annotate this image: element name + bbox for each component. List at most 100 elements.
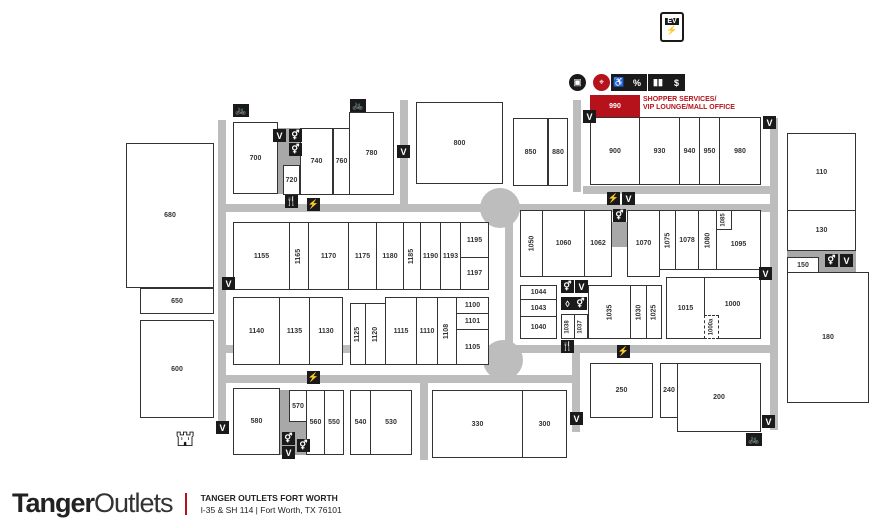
store-1080[interactable]: 1080	[698, 210, 717, 270]
store-180[interactable]: 180	[787, 272, 869, 403]
store-130[interactable]: 130	[787, 210, 856, 251]
store-1015[interactable]: 1015	[666, 277, 705, 339]
store-930[interactable]: 930	[639, 117, 680, 185]
store-1030[interactable]: 1030	[630, 285, 647, 339]
store-1060[interactable]: 1060	[542, 210, 585, 277]
valet-icon[interactable]: V	[840, 254, 853, 267]
store-number: 1025	[650, 304, 658, 320]
store-number: 700	[249, 154, 262, 162]
store-number: 300	[538, 420, 551, 428]
store-700[interactable]: 700	[233, 122, 278, 194]
valet-icon[interactable]: V	[759, 267, 772, 280]
valet-icon[interactable]: V	[282, 446, 295, 459]
store-1193[interactable]: 1193	[440, 222, 461, 290]
store-1050[interactable]: 1050	[520, 210, 543, 277]
store-1140[interactable]: 1140	[233, 297, 280, 365]
valet-icon[interactable]: V	[216, 421, 229, 434]
store-330[interactable]: 330	[432, 390, 523, 458]
store-900[interactable]: 900	[590, 117, 640, 185]
store-200[interactable]: 200	[677, 363, 761, 432]
store-1175[interactable]: 1175	[348, 222, 377, 290]
store-720[interactable]: 720	[283, 165, 300, 195]
store-1120[interactable]: 1120	[365, 303, 386, 365]
store-number: 1135	[286, 327, 303, 335]
valet-icon[interactable]: V	[273, 129, 286, 142]
store-1100[interactable]: 1100	[456, 297, 489, 314]
store-1043[interactable]: 1043	[520, 299, 557, 317]
store-1180[interactable]: 1180	[376, 222, 404, 290]
store-number: 1130	[318, 327, 334, 335]
store-number: 1062	[590, 240, 606, 247]
store-1070[interactable]: 1070	[627, 210, 660, 277]
divider	[184, 492, 187, 515]
store-150[interactable]: 150	[787, 257, 819, 273]
store-880[interactable]: 880	[548, 118, 568, 186]
valet-icon[interactable]: V	[575, 280, 588, 293]
valet-icon[interactable]: V	[583, 110, 596, 123]
store-110[interactable]: 110	[787, 133, 856, 211]
label-line: SHOPPER SERVICES/	[643, 96, 717, 103]
store-650[interactable]: 650	[140, 288, 214, 314]
store-980[interactable]: 980	[719, 117, 761, 185]
store-950[interactable]: 950	[699, 117, 720, 185]
store-1105[interactable]: 1105	[456, 329, 489, 365]
valet-icon[interactable]: V	[763, 116, 776, 129]
store-number: 1050	[527, 235, 535, 252]
store-1115[interactable]: 1115	[385, 297, 417, 365]
store-1135[interactable]: 1135	[279, 297, 310, 365]
valet-icon[interactable]: V	[570, 412, 583, 425]
store-550[interactable]: 550	[324, 390, 344, 455]
store-530[interactable]: 530	[370, 390, 412, 455]
store-1110[interactable]: 1110	[416, 297, 438, 365]
store-number: 570	[292, 402, 304, 410]
store-1040[interactable]: 1040	[520, 316, 557, 339]
store-number: 930	[653, 147, 666, 155]
store-540[interactable]: 540	[350, 390, 371, 455]
store-760[interactable]: 760	[333, 128, 350, 195]
store-1000a[interactable]: 1000a	[704, 315, 719, 339]
store-240[interactable]: 240	[660, 363, 678, 418]
store-1197[interactable]: 1197	[460, 257, 489, 290]
store-1037[interactable]: 1037	[574, 314, 588, 339]
store-580[interactable]: 580	[233, 388, 280, 455]
store-1170[interactable]: 1170	[308, 222, 349, 290]
walkway	[583, 186, 775, 194]
store-number: 1015	[677, 304, 694, 312]
store-1190[interactable]: 1190	[420, 222, 441, 290]
store-250[interactable]: 250	[590, 363, 653, 418]
store-800[interactable]: 800	[416, 102, 503, 184]
store-850[interactable]: 850	[513, 118, 548, 186]
store-1044[interactable]: 1044	[520, 285, 557, 300]
store-1075[interactable]: 1075	[659, 210, 676, 270]
store-1130[interactable]: 1130	[309, 297, 343, 365]
store-1062[interactable]: 1062	[584, 210, 612, 277]
store-570[interactable]: 570	[289, 390, 307, 422]
store-990-shopper-services[interactable]: 990	[590, 95, 640, 117]
store-600[interactable]: 600	[140, 320, 214, 418]
store-1165[interactable]: 1165	[289, 222, 309, 290]
store-780[interactable]: 780	[349, 112, 394, 195]
ev-label: EV	[665, 18, 679, 25]
store-1035[interactable]: 1035	[588, 285, 631, 339]
store-1101[interactable]: 1101	[456, 313, 489, 330]
valet-icon[interactable]: V	[622, 192, 635, 205]
store-680[interactable]: 680	[126, 143, 214, 288]
store-1155[interactable]: 1155	[233, 222, 290, 290]
store-1185[interactable]: 1185	[403, 222, 421, 290]
valet-icon[interactable]: V	[222, 277, 235, 290]
store-1108[interactable]: 1108	[437, 297, 457, 365]
valet-icon[interactable]: V	[397, 145, 410, 158]
store-1125[interactable]: 1125	[350, 303, 366, 365]
store-1195[interactable]: 1195	[460, 222, 489, 258]
center-name: TANGER OUTLETS FORT WORTH	[200, 492, 338, 503]
store-number: 1175	[354, 252, 371, 260]
store-1038[interactable]: 1038	[561, 314, 575, 339]
store-1025[interactable]: 1025	[646, 285, 662, 339]
store-1078[interactable]: 1078	[675, 210, 699, 270]
store-1085[interactable]: 1085	[716, 210, 732, 230]
valet-icon[interactable]: V	[762, 415, 775, 428]
store-940[interactable]: 940	[679, 117, 700, 185]
store-number: 1185	[408, 248, 416, 264]
store-740[interactable]: 740	[300, 128, 333, 195]
store-300[interactable]: 300	[522, 390, 567, 458]
